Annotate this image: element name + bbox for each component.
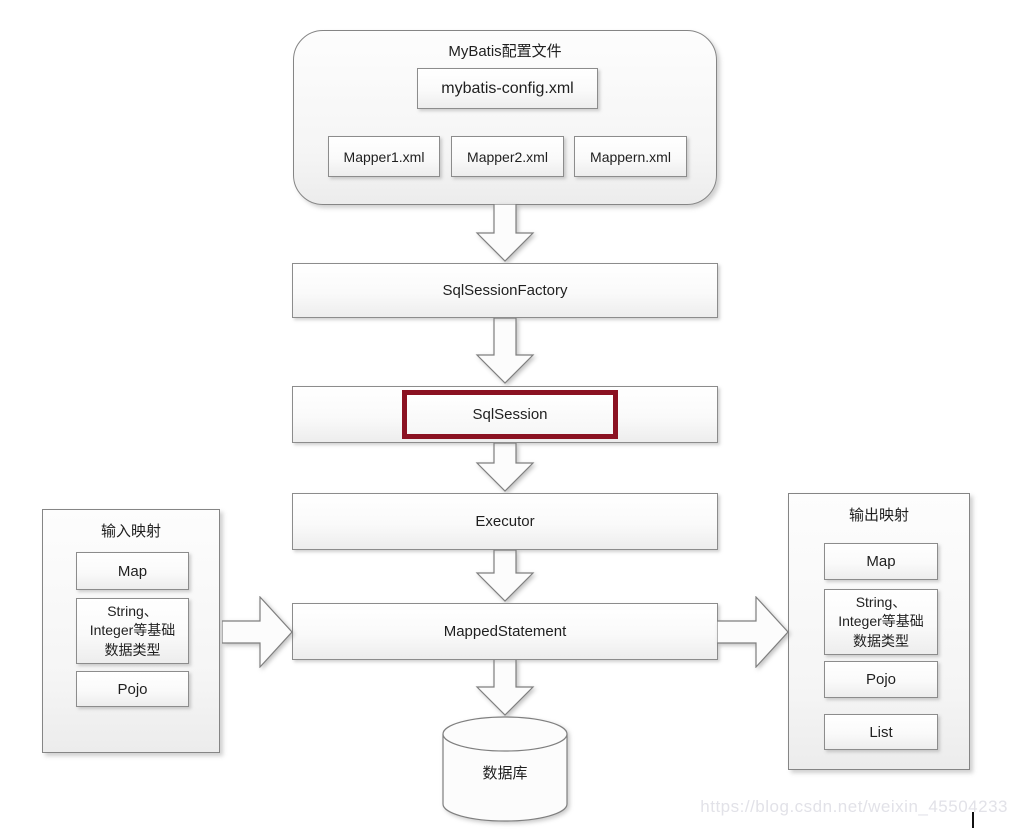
arrow-statement-to-output-icon <box>717 596 789 668</box>
node-mappedstatement: MappedStatement <box>292 603 718 660</box>
config-group-panel: MyBatis配置文件 mybatis-config.xml Mapper1.x… <box>293 30 717 205</box>
arrow-factory-to-session-icon <box>475 318 535 384</box>
node-database-label: 数据库 <box>482 765 528 782</box>
output-item-basic-types: String、 Integer等基础 数据类型 <box>824 589 938 655</box>
node-sqlsession-outer: SqlSession <box>292 386 718 443</box>
node-sqlsession-label: SqlSession <box>472 406 548 423</box>
watermark-url: https://blog.csdn.net/weixin_45504233 <box>700 797 1008 816</box>
arrow-statement-to-database-icon <box>475 659 535 716</box>
text-cursor <box>972 812 974 828</box>
node-sqlsessionfactory: SqlSessionFactory <box>292 263 718 318</box>
output-mapping-panel: 输出映射 Map String、 Integer等基础 数据类型 Pojo Li… <box>788 493 970 770</box>
input-item-pojo: Pojo <box>76 671 189 707</box>
sqlsession-highlight: SqlSession <box>402 390 618 439</box>
input-panel-title: 输入映射 <box>100 523 161 540</box>
arrow-executor-to-statement-icon <box>475 550 535 602</box>
node-mybatis-config-xml: mybatis-config.xml <box>417 68 598 109</box>
node-mapper1-xml: Mapper1.xml <box>328 136 440 177</box>
node-executor: Executor <box>292 493 718 550</box>
output-item-pojo: Pojo <box>824 661 938 698</box>
arrow-config-to-factory-icon <box>475 204 535 262</box>
arrow-input-to-statement-icon <box>222 596 293 668</box>
arrow-session-to-executor-icon <box>475 443 535 492</box>
node-mapper2-xml: Mapper2.xml <box>451 136 564 177</box>
input-item-map: Map <box>76 552 189 590</box>
database-cylinder-icon <box>442 716 568 822</box>
output-panel-title: 输出映射 <box>848 507 909 524</box>
node-mappern-xml: Mappern.xml <box>574 136 687 177</box>
input-mapping-panel: 输入映射 Map String、 Integer等基础 数据类型 Pojo <box>42 509 220 753</box>
output-item-map: Map <box>824 543 938 580</box>
config-group-title: MyBatis配置文件 <box>448 43 562 60</box>
input-item-basic-types: String、 Integer等基础 数据类型 <box>76 598 189 664</box>
output-item-list: List <box>824 714 938 750</box>
